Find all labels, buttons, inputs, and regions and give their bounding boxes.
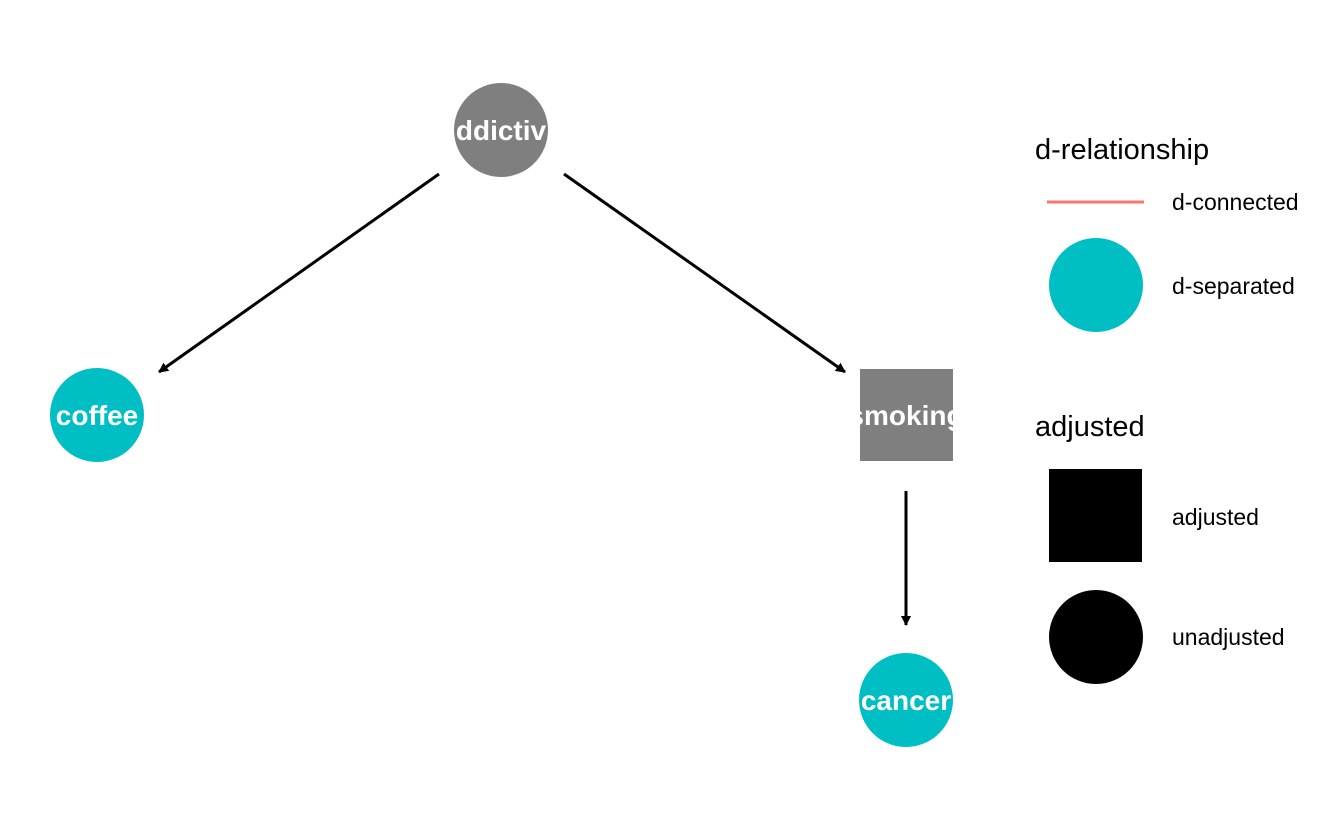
legend-d-separated-label: d-separated [1172,273,1295,299]
node-coffee-label: coffee [56,400,138,431]
legend-adjusted-title: adjusted [1035,411,1145,443]
edge-addictive-coffee [158,172,440,374]
legend-adjusted-key [1049,469,1142,562]
legend-adjusted: adjusted adjusted unadjusted [1035,411,1285,684]
node-addictive: ddictiv [454,83,548,177]
node-cancer-shape [859,653,953,747]
legend-adjusted-label: adjusted [1172,504,1259,530]
legend-d-separated-key [1049,238,1143,332]
node-smoking-label: smoking [848,400,963,431]
edges [158,172,911,626]
legend-unadjusted-key [1049,590,1143,684]
node-smoking: smoking [848,369,963,461]
legend-unadjusted-label: unadjusted [1172,624,1285,650]
node-cancer: cancer [859,653,953,747]
legend-d-relationship-title: d-relationship [1035,134,1209,166]
legend-d-connected-label: d-connected [1172,189,1299,215]
node-coffee-shape [50,368,144,462]
edge-addictive-smoking [563,172,846,374]
node-addictive-label: ddictiv [456,115,547,146]
node-cancer-label: cancer [861,685,951,716]
node-coffee: coffee [50,368,144,462]
node-addictive-shape [454,83,548,177]
node-smoking-shape [860,369,953,461]
legend-d-relationship: d-relationship d-connected d-separated [1035,134,1299,332]
